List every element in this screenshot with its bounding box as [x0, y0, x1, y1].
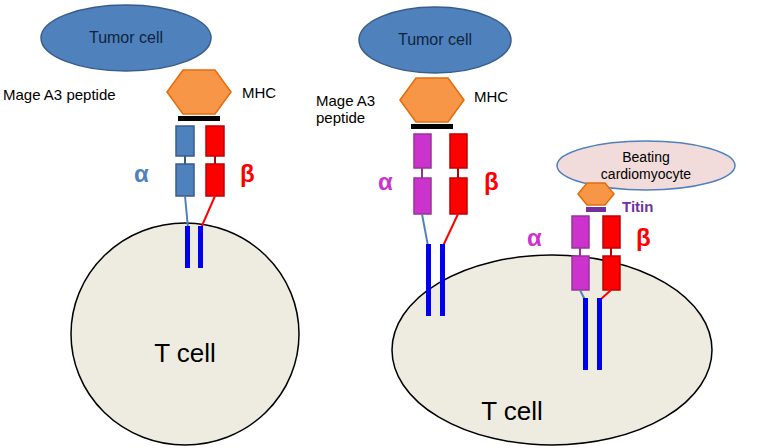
node-text: T cell [154, 338, 216, 369]
node-text: T cell [481, 396, 543, 427]
titin-label: Titin [622, 198, 653, 215]
mhc-label: MHC [474, 88, 508, 105]
node-text: Tumor cell [398, 30, 472, 49]
beta-label: β [240, 160, 255, 188]
alpha-label: α [134, 160, 149, 188]
peptide-label: Mage A3 peptide [316, 92, 396, 127]
tumor-cell: Tumor cell [358, 6, 512, 74]
t-cell: T cell [70, 222, 300, 446]
alpha-label: α [527, 224, 542, 252]
alpha-label: α [378, 168, 393, 196]
node-text: Beating cardiomyocyte [591, 149, 701, 183]
beta-label: β [484, 168, 499, 196]
node-text: Tumor cell [89, 28, 163, 47]
cell-outline [391, 254, 713, 446]
cell-outline [70, 222, 300, 446]
peptide-label: Mage A3 peptide [3, 86, 116, 103]
tumor-cell: Tumor cell [40, 4, 212, 72]
cardiomyocyte: Beating cardiomyocyte [556, 140, 736, 191]
mhc-hexagon [578, 183, 614, 205]
titin-bar [586, 207, 606, 212]
t-cell: T cell [391, 254, 713, 446]
mhc-label: MHC [242, 84, 276, 101]
peptide-bar [178, 116, 220, 121]
beta-label: β [636, 224, 651, 252]
tcr-left [176, 126, 224, 228]
mhc-hexagon [167, 70, 231, 114]
peptide-bar [411, 124, 453, 129]
mhc-hexagon [400, 78, 464, 122]
tcr-right-1 [414, 134, 467, 246]
